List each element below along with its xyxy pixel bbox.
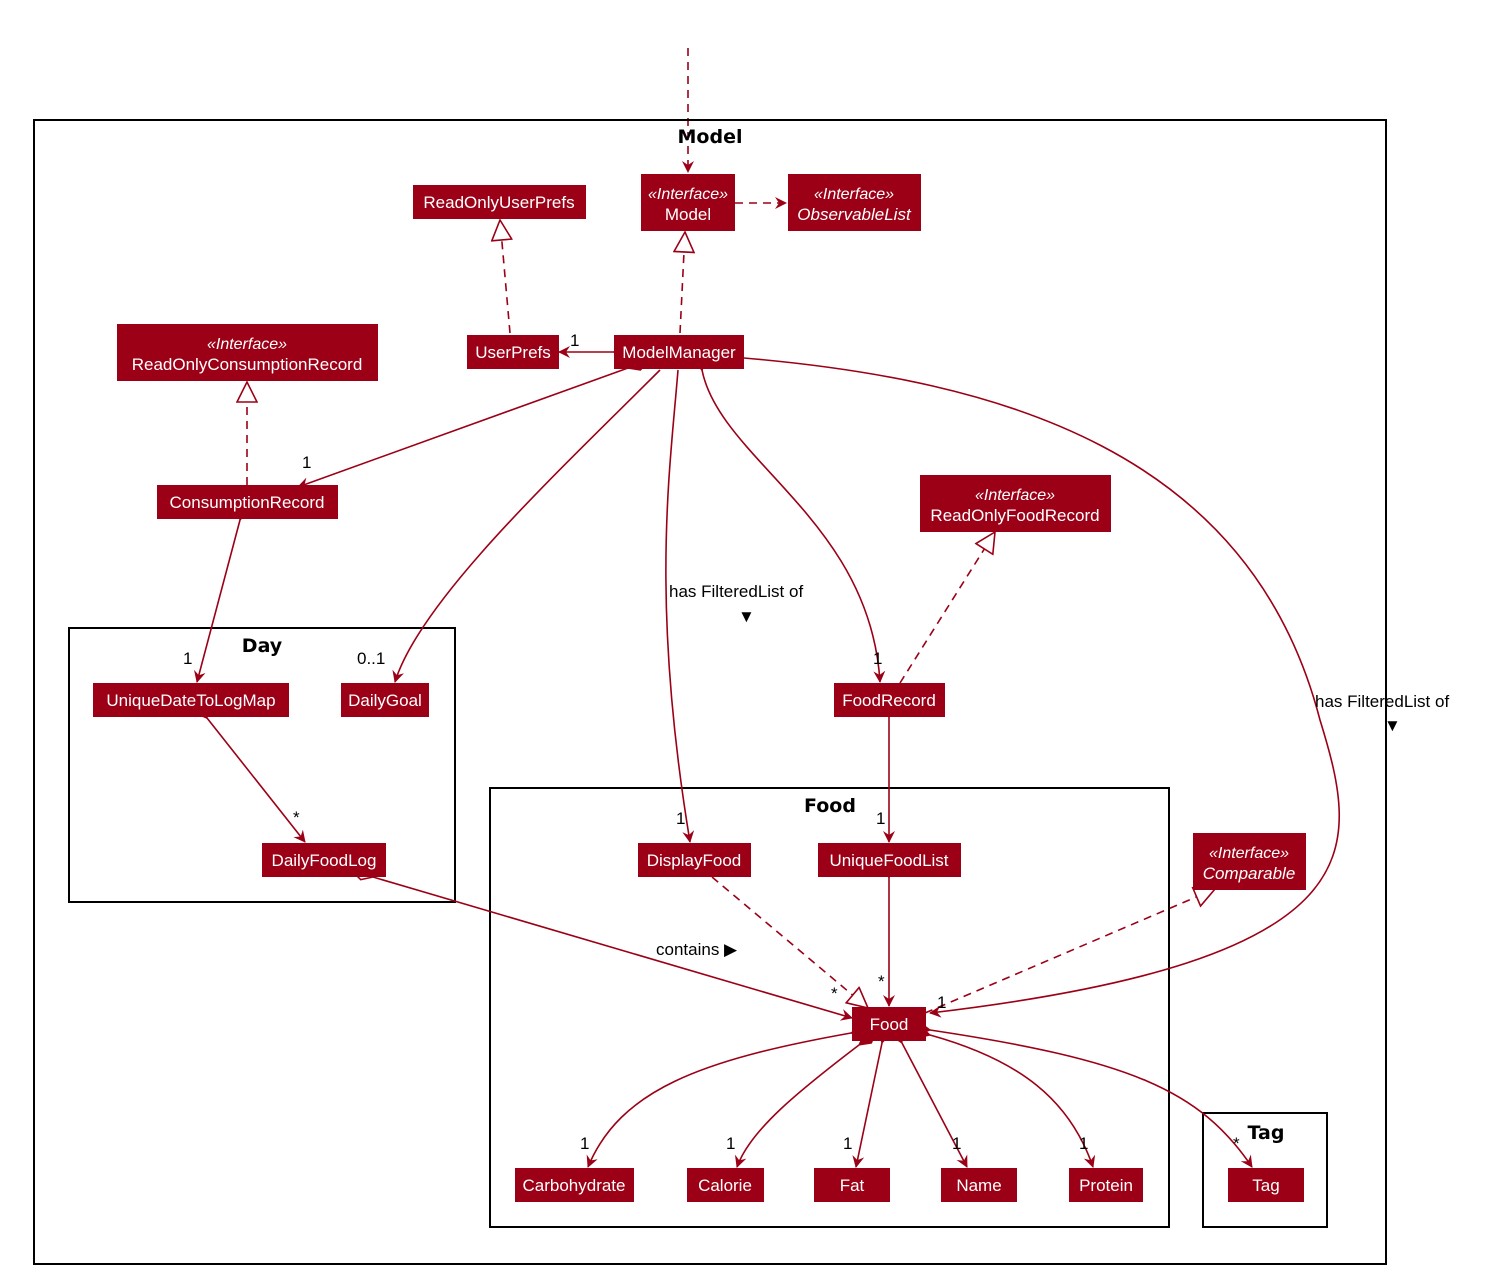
package-model: Model bbox=[33, 119, 1387, 1265]
protein-label: Protein bbox=[1079, 1176, 1133, 1195]
package-tag: Tag bbox=[1202, 1112, 1328, 1228]
mult-calorie: 1 bbox=[726, 1134, 735, 1153]
package-day: Day bbox=[68, 627, 456, 903]
modelmanager-displayfood-association bbox=[665, 369, 695, 843]
class-tag[interactable]: Tag bbox=[1228, 1168, 1304, 1202]
class-model[interactable]: «Interface» Model bbox=[641, 174, 735, 231]
comparable-label: Comparable bbox=[1203, 864, 1296, 883]
food-fat-composition bbox=[856, 1043, 882, 1167]
mult-food-uniquelist: * bbox=[878, 972, 885, 991]
label-down-arrow-2: ▼ bbox=[1384, 716, 1401, 735]
package-day-title: Day bbox=[242, 635, 283, 657]
modelmanager-dailygoal-association bbox=[392, 369, 661, 683]
package-model-title: Model bbox=[678, 126, 743, 148]
mult-dailygoal: 0..1 bbox=[357, 649, 385, 668]
readonlyconsumptionrecord-stereotype: «Interface» bbox=[207, 336, 287, 353]
mult-displayfood: 1 bbox=[676, 809, 685, 828]
tag-label: Tag bbox=[1252, 1176, 1279, 1195]
displayfood-label: DisplayFood bbox=[647, 851, 742, 870]
mult-food-display: * bbox=[831, 984, 838, 1003]
class-food-record[interactable]: FoodRecord bbox=[834, 683, 945, 717]
readonlyuserprefs-label: ReadOnlyUserPrefs bbox=[423, 193, 574, 212]
uniquefoodlist-label: UniqueFoodList bbox=[829, 851, 948, 870]
fat-label: Fat bbox=[840, 1176, 865, 1195]
mult-uniquedatetologmap: 1 bbox=[183, 649, 192, 668]
calorie-label: Calorie bbox=[698, 1176, 752, 1195]
mult-food-manager: 1 bbox=[937, 993, 946, 1012]
dailyfoodlog-label: DailyFoodLog bbox=[272, 851, 377, 870]
class-read-only-user-prefs[interactable]: ReadOnlyUserPrefs bbox=[413, 185, 586, 219]
class-fat[interactable]: Fat bbox=[814, 1168, 890, 1202]
userprefs-realizes-readonlyuserprefs bbox=[500, 220, 510, 334]
mult-consumptionrecord: 1 bbox=[302, 453, 311, 472]
mult-name: 1 bbox=[952, 1134, 961, 1153]
uniquedatetologmap-dailyfoodlog-aggregation bbox=[207, 718, 306, 842]
name-label: Name bbox=[956, 1176, 1001, 1195]
foodrecord-realizes-readonlyfoodrecord bbox=[899, 532, 995, 684]
readonlyfoodrecord-label: ReadOnlyFoodRecord bbox=[930, 506, 1099, 525]
foodrecord-label: FoodRecord bbox=[842, 691, 936, 710]
mult-uniquefoodlist: 1 bbox=[876, 809, 885, 828]
food-label: Food bbox=[870, 1015, 909, 1034]
class-calorie[interactable]: Calorie bbox=[687, 1168, 764, 1202]
label-has-filtered-list-food: has FilteredList of bbox=[1315, 692, 1449, 711]
mult-foodrecord: 1 bbox=[873, 649, 882, 668]
uniquedatetologmap-label: UniqueDateToLogMap bbox=[106, 691, 275, 710]
mult-tag: * bbox=[1233, 1134, 1240, 1153]
model-stereotype: «Interface» bbox=[648, 186, 728, 203]
mult-dailyfoodlog: * bbox=[293, 808, 300, 827]
class-name[interactable]: Name bbox=[941, 1168, 1017, 1202]
label-has-filtered-list-displayfood: has FilteredList of bbox=[669, 582, 803, 601]
observablelist-label: ObservableList bbox=[797, 205, 912, 224]
dailyfoodlog-food-aggregation bbox=[373, 877, 852, 1018]
class-read-only-food-record[interactable]: «Interface» ReadOnlyFoodRecord bbox=[920, 475, 1111, 532]
dailygoal-label: DailyGoal bbox=[348, 691, 422, 710]
label-contains: contains ▶ bbox=[656, 940, 738, 959]
modelmanager-label: ModelManager bbox=[622, 343, 736, 362]
class-daily-goal[interactable]: DailyGoal bbox=[341, 683, 429, 717]
class-unique-food-list[interactable]: UniqueFoodList bbox=[818, 843, 961, 877]
mult-userprefs: 1 bbox=[570, 331, 579, 350]
package-tag-title: Tag bbox=[1248, 1122, 1285, 1144]
class-observable-list[interactable]: «Interface» ObservableList bbox=[788, 174, 921, 231]
comparable-stereotype: «Interface» bbox=[1209, 845, 1289, 862]
class-user-prefs[interactable]: UserPrefs bbox=[467, 335, 559, 369]
class-daily-food-log[interactable]: DailyFoodLog bbox=[262, 843, 386, 877]
observablelist-stereotype: «Interface» bbox=[814, 186, 894, 203]
label-down-arrow-1: ▼ bbox=[738, 607, 755, 626]
class-comparable[interactable]: «Interface» Comparable bbox=[1193, 833, 1306, 890]
food-carbohydrate-composition bbox=[588, 1033, 851, 1167]
class-model-manager[interactable]: ModelManager bbox=[614, 335, 744, 369]
mult-protein: 1 bbox=[1079, 1134, 1088, 1153]
consumptionrecord-label: ConsumptionRecord bbox=[170, 493, 325, 512]
readonlyfoodrecord-stereotype: «Interface» bbox=[975, 487, 1055, 504]
mult-fat: 1 bbox=[843, 1134, 852, 1153]
carbohydrate-label: Carbohydrate bbox=[522, 1176, 625, 1195]
modelmanager-realizes-model bbox=[680, 232, 685, 334]
userprefs-label: UserPrefs bbox=[475, 343, 551, 362]
class-display-food[interactable]: DisplayFood bbox=[638, 843, 751, 877]
model-label: Model bbox=[665, 205, 711, 224]
readonlyconsumptionrecord-label: ReadOnlyConsumptionRecord bbox=[132, 355, 363, 374]
class-food[interactable]: Food bbox=[852, 1007, 926, 1041]
food-realizes-comparable bbox=[924, 889, 1215, 1014]
food-calorie-composition bbox=[737, 1045, 859, 1167]
class-protein[interactable]: Protein bbox=[1069, 1168, 1143, 1202]
food-tag-composition bbox=[930, 1030, 1253, 1167]
modelmanager-foodrecord-aggregation bbox=[702, 370, 880, 682]
consumptionrecord-uniquedatetologmap-composition bbox=[197, 520, 240, 682]
modelmanager-food-association bbox=[743, 357, 1341, 1018]
class-consumption-record[interactable]: ConsumptionRecord bbox=[157, 485, 338, 519]
modelmanager-consumptionrecord-aggregation bbox=[298, 368, 628, 487]
package-food-title: Food bbox=[804, 795, 856, 817]
class-carbohydrate[interactable]: Carbohydrate bbox=[515, 1168, 634, 1202]
class-unique-date-to-log-map[interactable]: UniqueDateToLogMap bbox=[93, 683, 289, 717]
class-read-only-consumption-record[interactable]: «Interface» ReadOnlyConsumptionRecord bbox=[117, 324, 378, 381]
mult-carbohydrate: 1 bbox=[580, 1134, 589, 1153]
